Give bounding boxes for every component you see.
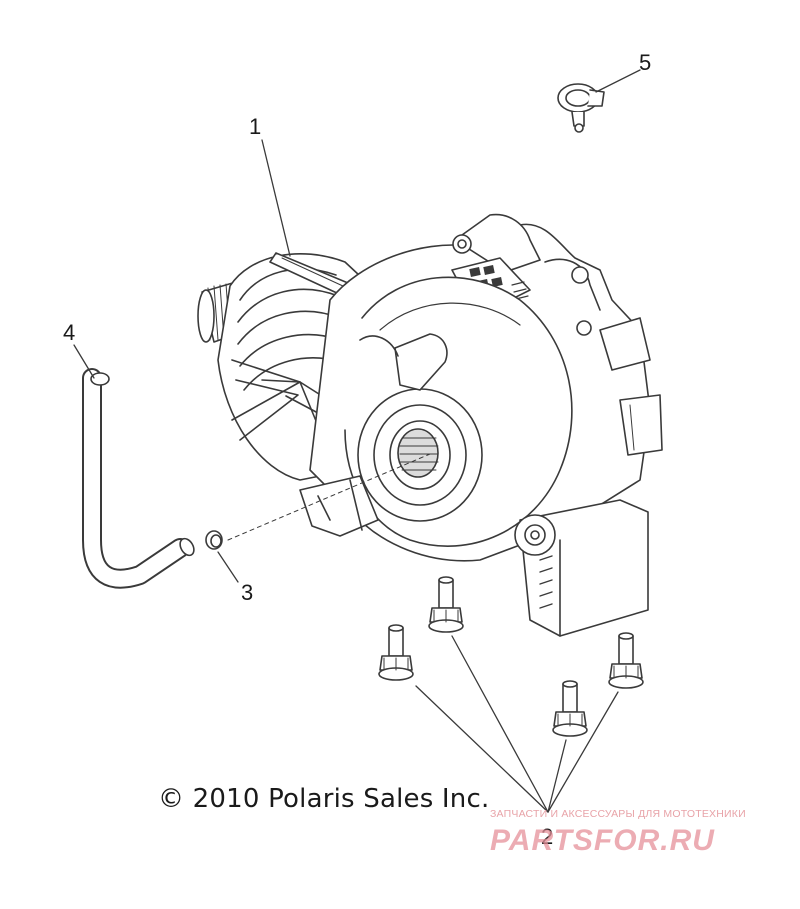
hose-clamp	[205, 530, 223, 550]
leader-line-3	[217, 551, 239, 583]
flanged-bolt	[552, 680, 588, 737]
callout-5: 5	[639, 50, 652, 75]
leader-line-2d	[547, 691, 619, 813]
callout-3: 3	[241, 580, 254, 605]
watermark-logo: PARTSFOR.RU	[490, 820, 790, 865]
watermark-logo-text: PARTSFOR.RU	[490, 824, 715, 857]
leader-line-2c	[547, 739, 567, 813]
leader-line-2a	[415, 685, 549, 813]
copyright-text: © 2010 Polaris Sales Inc.	[158, 784, 490, 814]
callout-1: 1	[249, 114, 262, 139]
gearcase-housing	[197, 213, 663, 637]
leader-line-4	[73, 344, 95, 379]
callout-2: 2	[541, 824, 554, 849]
leader-line-1	[261, 139, 291, 257]
flanged-bolt	[378, 624, 414, 681]
leader-lines	[73, 69, 641, 813]
watermark-tagline: ЗАПЧАСТИ И АКСЕССУАРЫ ДЛЯ МОТОТЕХНИКИ	[490, 808, 746, 820]
watermark-logo-graphic: PARTSFOR.RU	[490, 824, 715, 857]
flanged-bolt	[428, 576, 464, 633]
leader-line-2b	[451, 635, 549, 813]
callout-4: 4	[63, 320, 76, 345]
leader-line-5	[595, 69, 641, 93]
retaining-clip	[557, 83, 605, 133]
vent-hose	[82, 368, 195, 589]
flanged-bolt	[608, 632, 644, 689]
